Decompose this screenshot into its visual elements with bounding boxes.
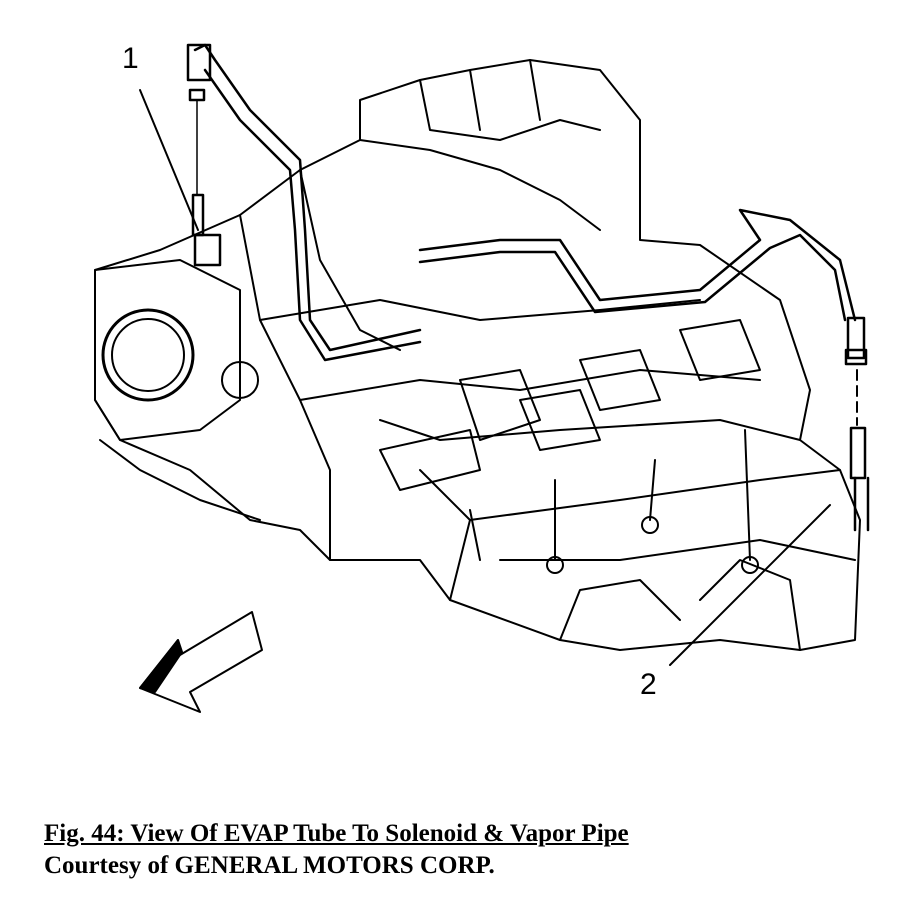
front-direction-arrow bbox=[139, 611, 263, 713]
callout-1-leader bbox=[139, 89, 199, 231]
ignition-coils bbox=[379, 319, 761, 574]
engine-block bbox=[94, 59, 861, 651]
callout-2-leader bbox=[669, 504, 831, 666]
evap-tube bbox=[186, 43, 422, 362]
figure-caption-title: Fig. 44: View Of EVAP Tube To Solenoid &… bbox=[44, 820, 629, 847]
callout-1-label: 1 bbox=[122, 42, 139, 75]
engine-illustration bbox=[94, 43, 870, 713]
vapor-pipe bbox=[418, 208, 870, 532]
callout-2-label: 2 bbox=[640, 668, 657, 701]
throttle-body bbox=[94, 259, 259, 441]
figure-caption-credit: Courtesy of GENERAL MOTORS CORP. bbox=[44, 852, 495, 879]
